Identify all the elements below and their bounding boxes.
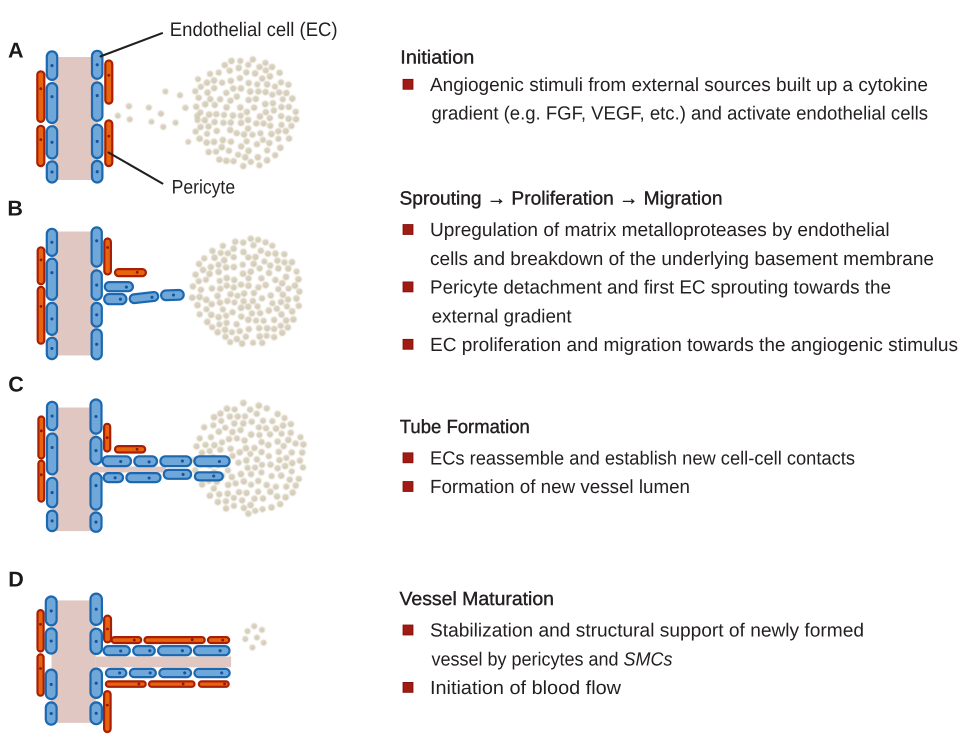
svg-text:Pericyte detachment and first: Pericyte detachment and first EC sprouti… [430, 278, 891, 299]
svg-text:external gradient: external gradient [432, 306, 573, 327]
svg-text:Formation of new vessel lumen: Formation of new vessel lumen [430, 477, 690, 498]
svg-text:C: C [8, 372, 24, 396]
svg-text:Sprouting → Proliferation → Mi: Sprouting → Proliferation → Migration [400, 188, 723, 209]
svg-text:Tube Formation: Tube Formation [400, 417, 530, 438]
svg-text:D: D [8, 567, 24, 591]
svg-text:B: B [7, 197, 23, 221]
svg-text:gradient (e.g. FGF, VEGF, etc.: gradient (e.g. FGF, VEGF, etc.) and acti… [432, 103, 929, 124]
svg-text:EC proliferation and migration: EC proliferation and migration towards t… [430, 335, 958, 356]
svg-text:Stabilization and structural s: Stabilization and structural support of … [430, 621, 864, 642]
svg-text:Initiation of blood flow: Initiation of blood flow [430, 678, 621, 699]
svg-text:Initiation: Initiation [400, 48, 474, 69]
svg-text:cells and breakdown of the und: cells and breakdown of the underlying ba… [430, 249, 934, 270]
svg-text:ECs reassemble and establish n: ECs reassemble and establish new cell-ce… [430, 449, 855, 470]
svg-text:Vessel Maturation: Vessel Maturation [400, 589, 555, 610]
svg-text:Angiogenic stimuli from extern: Angiogenic stimuli from external sources… [430, 75, 928, 96]
svg-text:vessel by pericytes and SMCs: vessel by pericytes and SMCs [432, 649, 673, 670]
svg-text:Endothelial cell (EC): Endothelial cell (EC) [170, 19, 338, 41]
svg-text:Pericyte: Pericyte [172, 177, 236, 199]
svg-text:Upregulation of matrix metallo: Upregulation of matrix metalloproteases … [430, 220, 890, 241]
svg-text:A: A [8, 39, 24, 63]
